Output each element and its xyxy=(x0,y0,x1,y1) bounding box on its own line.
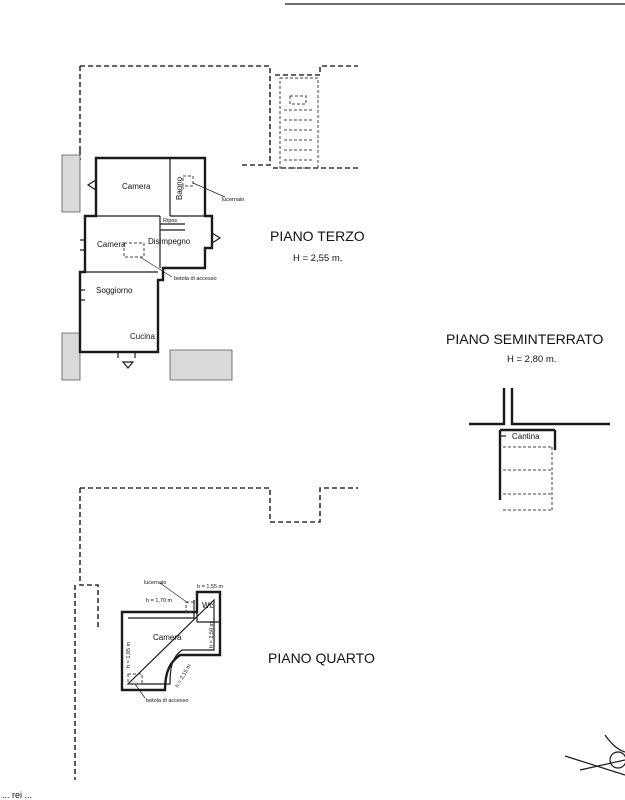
skylight-third xyxy=(182,175,194,187)
label-lucernaio-fourth: lucernaio xyxy=(144,580,166,586)
third-floor-title: PIANO TERZO xyxy=(270,228,365,244)
balcony-left xyxy=(61,154,81,213)
room-label-wc: Wc xyxy=(202,601,214,610)
room-label-camera-top: Camera xyxy=(122,182,151,191)
label-h-105: h = 1,05 m xyxy=(126,641,132,668)
label-h-170: h = 1,70 m xyxy=(146,598,173,604)
room-label-disimpegno: Disimpegno xyxy=(148,237,191,246)
fourth-floor-plan: lucernaio h = 1,55 m h = 1,70 m Wc Camer… xyxy=(74,487,375,780)
room-label-bagno: Bagno xyxy=(175,176,184,200)
entry-arrow-left-icon xyxy=(86,178,97,192)
leader-lucernaio xyxy=(192,182,226,198)
footer-fragment: ... rei ... xyxy=(2,790,32,800)
third-floor-building-outline xyxy=(79,65,358,169)
label-botola-third: botola di accesso xyxy=(174,276,217,282)
north-arrow-icon xyxy=(564,734,625,776)
room-label-soggiorno: Soggiorno xyxy=(96,286,133,295)
fourth-floor-title: PIANO QUARTO xyxy=(268,650,375,666)
room-label-camera-fourth: Camera xyxy=(153,633,182,642)
room-label-cucina: Cucina xyxy=(130,332,155,341)
third-floor-height: H = 2,55 m. xyxy=(293,253,342,264)
window-marks xyxy=(80,239,136,358)
entry-arrow-right-icon xyxy=(211,231,222,245)
leader-botola-fourth xyxy=(134,683,146,699)
skylight-fourth xyxy=(185,601,195,613)
balcony-bottom xyxy=(169,349,233,381)
entry-arrow-bottom-icon xyxy=(121,361,135,369)
stair-block xyxy=(279,77,319,169)
room-label-camera-left: Camera xyxy=(97,240,126,249)
third-floor-walls xyxy=(78,156,214,354)
leader-botola xyxy=(139,256,173,278)
basement-corridor-walls xyxy=(469,388,610,426)
fourth-floor-building-outline xyxy=(74,487,358,780)
label-botola-fourth: botola di accesso xyxy=(146,698,189,704)
label-h-250: h = 2,50 m xyxy=(209,621,215,648)
basement-height: H = 2,80 m. xyxy=(507,354,556,365)
label-h-215: h = 2,15 m xyxy=(175,663,193,689)
basement-cellar-dashed xyxy=(503,446,553,511)
label-h-155: h = 1,55 m xyxy=(197,584,224,590)
basement-title: PIANO SEMINTERRATO xyxy=(446,331,604,347)
room-label-cantina: Cantina xyxy=(512,432,540,441)
room-label-ripos: Ripos xyxy=(163,218,177,224)
hatch-third xyxy=(123,242,145,258)
basement-plan: PIANO SEMINTERRATO H = 2,80 m. Cantina xyxy=(446,331,610,511)
basement-cellar-walls xyxy=(498,428,557,500)
balcony-bottom-left xyxy=(61,332,81,381)
third-floor-partitions xyxy=(85,158,205,273)
third-floor-plan: Camera Bagno lucernaio Ripos Camera Disi… xyxy=(61,65,365,381)
leader-lucernaio-fourth xyxy=(159,582,189,604)
label-lucernaio-third: lucernaio xyxy=(222,197,244,203)
